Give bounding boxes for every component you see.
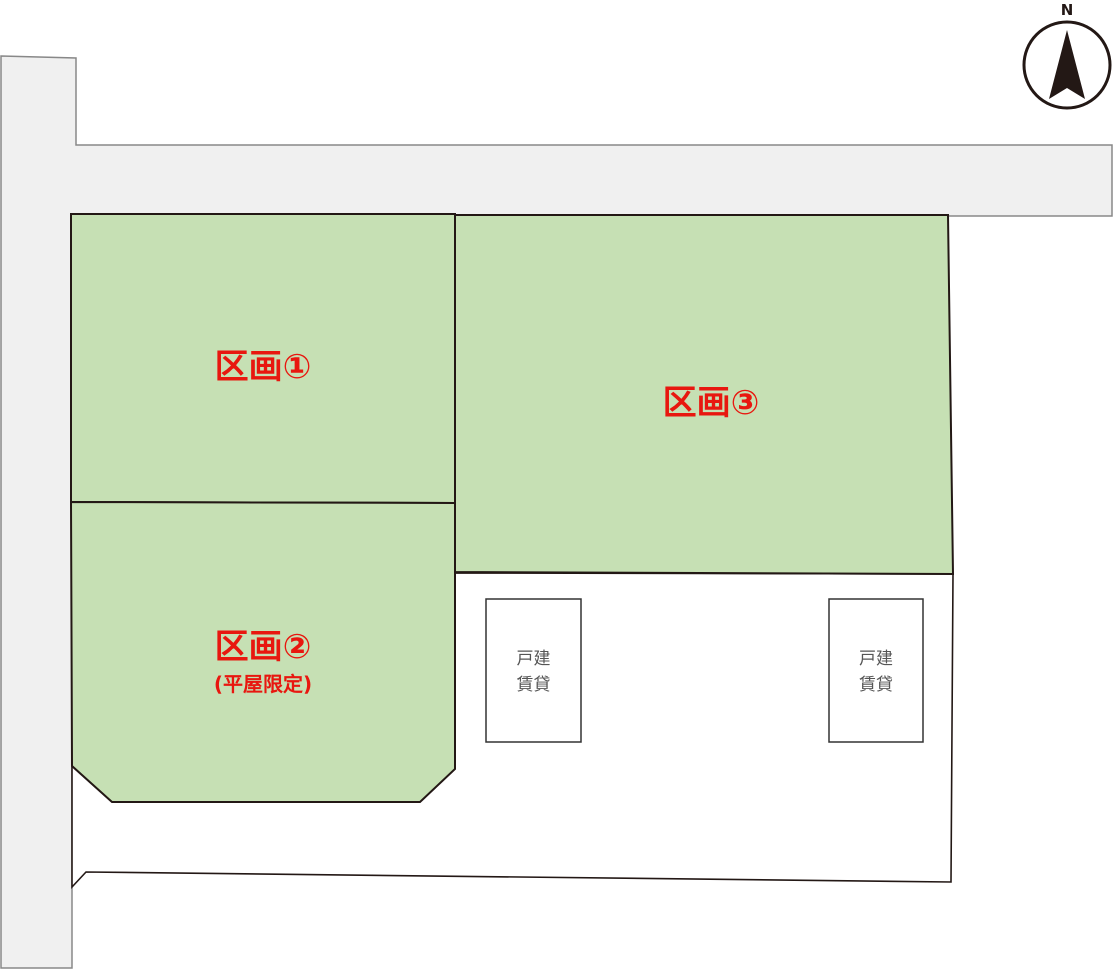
north-arrow-icon: N	[1022, 1, 1112, 110]
building-label-line1: 戸建	[517, 649, 551, 669]
building-outline	[828, 598, 924, 743]
lot-3-area	[454, 214, 955, 576]
north-label: N	[1061, 1, 1074, 19]
building-label-line1: 戸建	[859, 649, 893, 669]
building-label-line2: 賃貸	[859, 675, 893, 695]
rental-house-left: 戸建 賃貸	[485, 598, 582, 743]
rental-house-right: 戸建 賃貸	[828, 598, 924, 743]
lot-2-label: 区画②	[215, 627, 312, 667]
building-outline	[485, 598, 582, 743]
road	[0, 55, 1113, 969]
lot-3-label: 区画③	[663, 383, 760, 423]
building-label-line2: 賃貸	[517, 675, 551, 695]
lot-1-label: 区画①	[215, 347, 312, 387]
lot-2-sub-label: (平屋限定)	[214, 672, 312, 696]
